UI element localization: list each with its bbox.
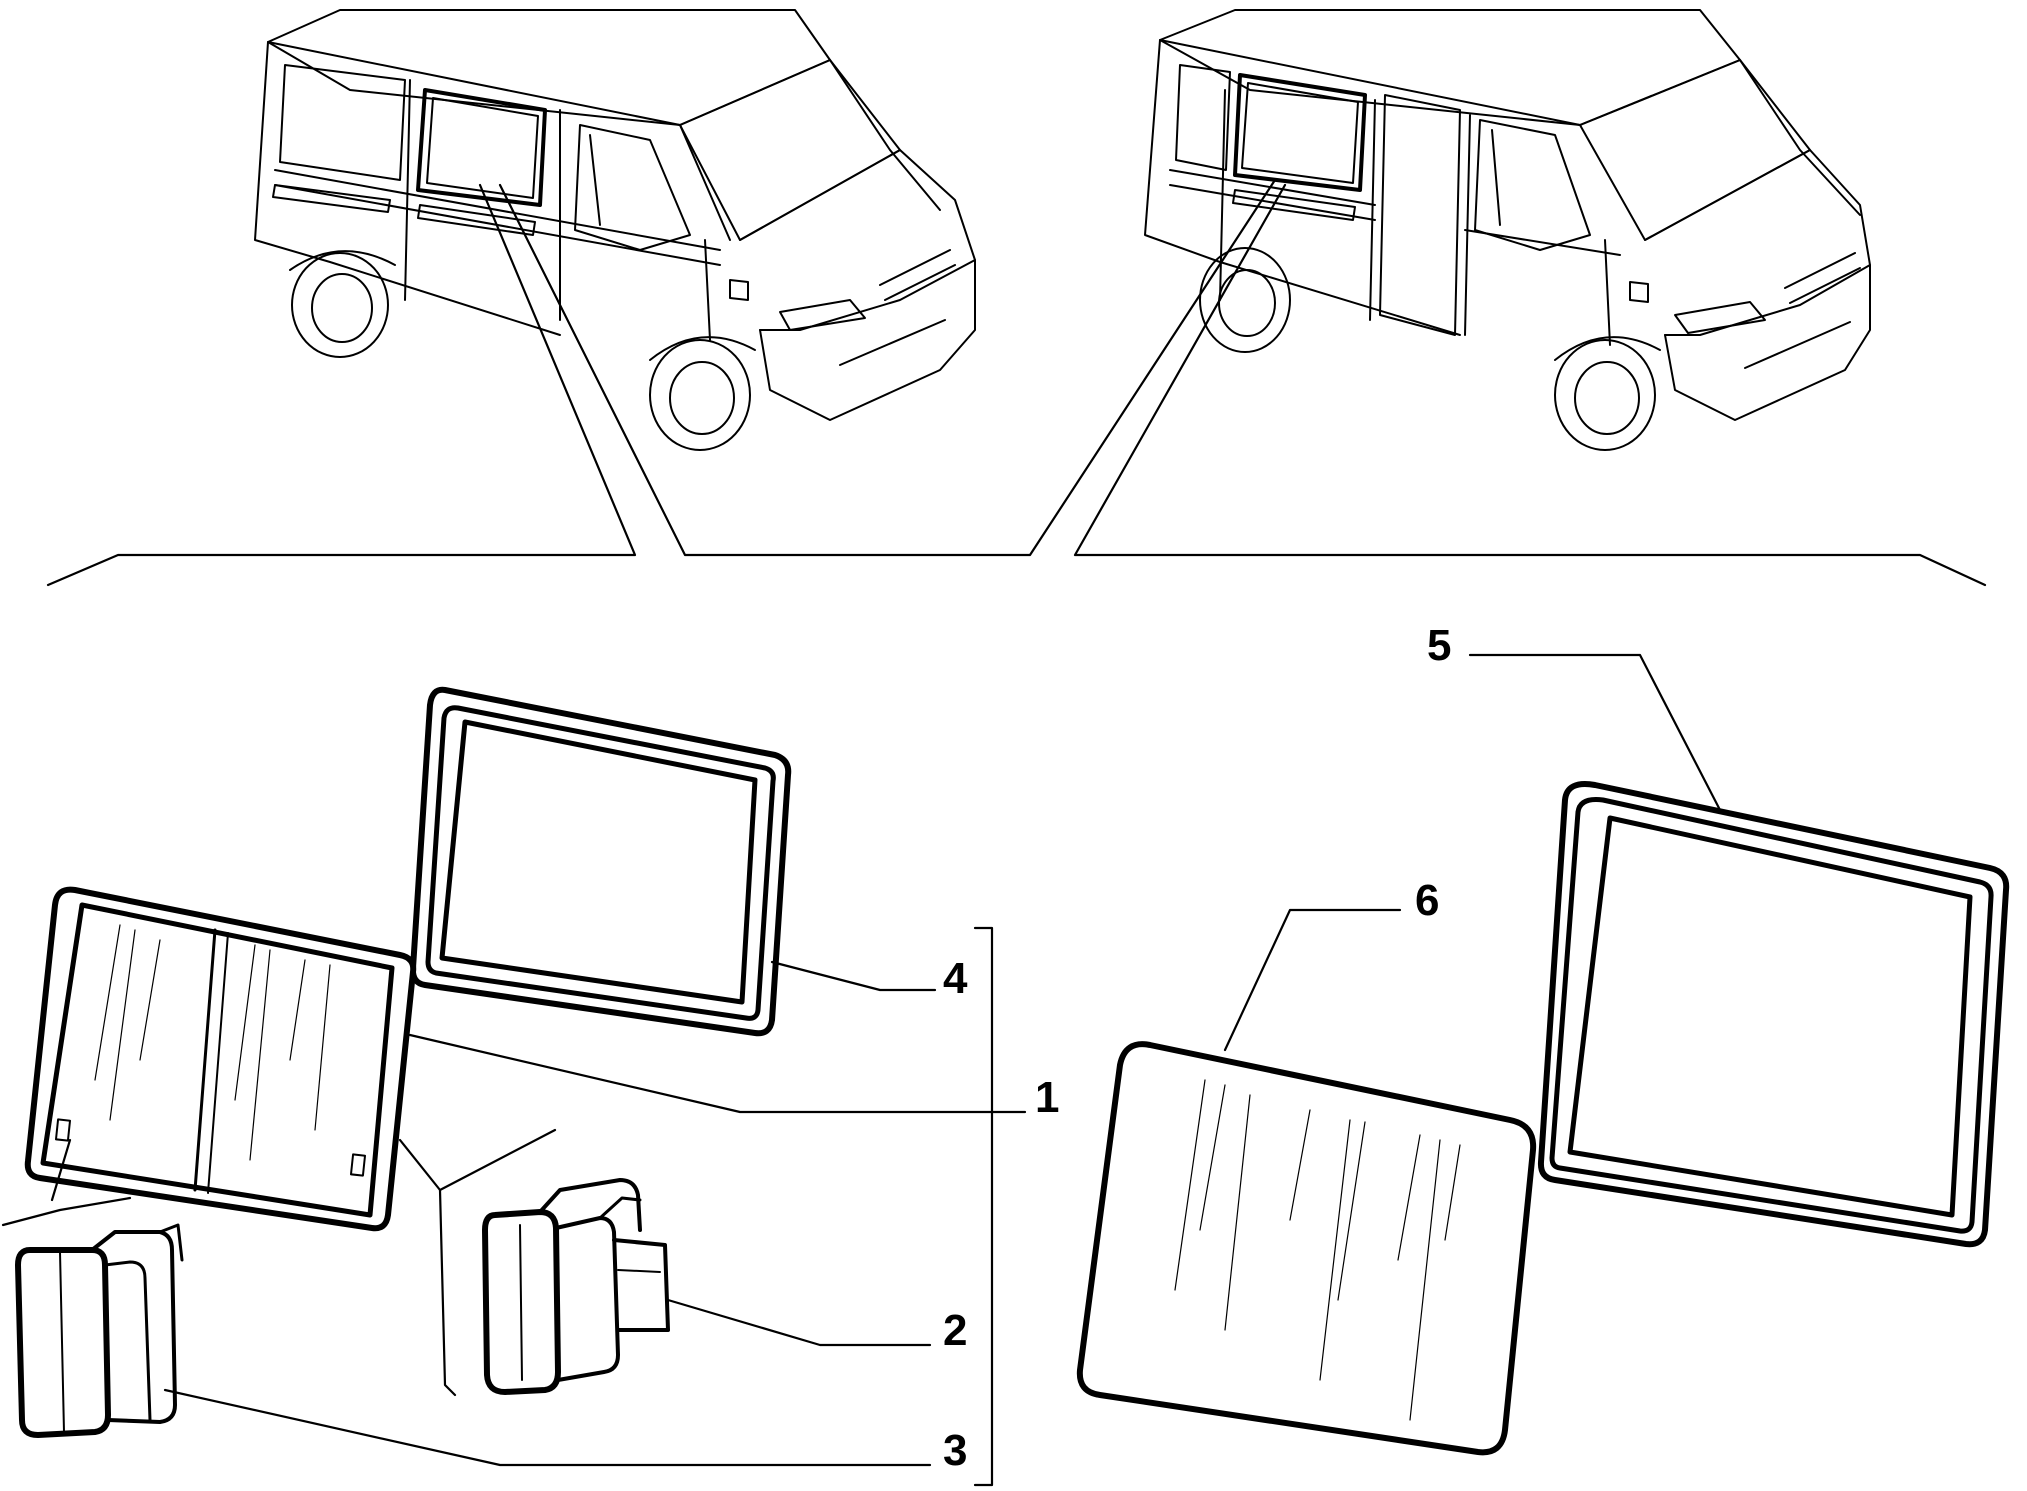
leader-3	[163, 1388, 932, 1467]
callout-1: 1	[1035, 1073, 1059, 1122]
part-5-seal-frame	[1537, 781, 2010, 1248]
van-left-illustration	[254, 9, 976, 451]
leader-4	[770, 960, 937, 992]
leader-lines	[163, 653, 1722, 1487]
connector-lines	[46, 178, 1987, 587]
group-bracket	[973, 926, 994, 1487]
callout-labels: 4 1 2 3 5 6	[943, 621, 1451, 1475]
part-6-fixed-glass	[1076, 1041, 1537, 1456]
callout-6: 6	[1415, 876, 1439, 925]
part-1-sliding-glass	[24, 886, 417, 1232]
part-3-latch-block	[1, 1138, 184, 1438]
leader-2	[666, 1298, 932, 1347]
part-4-seal-frame	[409, 686, 792, 1037]
van-right-illustration	[1144, 9, 1871, 451]
callout-2: 2	[943, 1306, 967, 1355]
callout-5: 5	[1427, 621, 1451, 670]
callout-4: 4	[943, 954, 968, 1003]
leader-6	[1223, 908, 1402, 1052]
part-2-slider-block	[398, 1128, 670, 1397]
callout-3: 3	[943, 1426, 967, 1475]
leader-5	[1468, 653, 1722, 812]
leader-1	[408, 1033, 1027, 1114]
